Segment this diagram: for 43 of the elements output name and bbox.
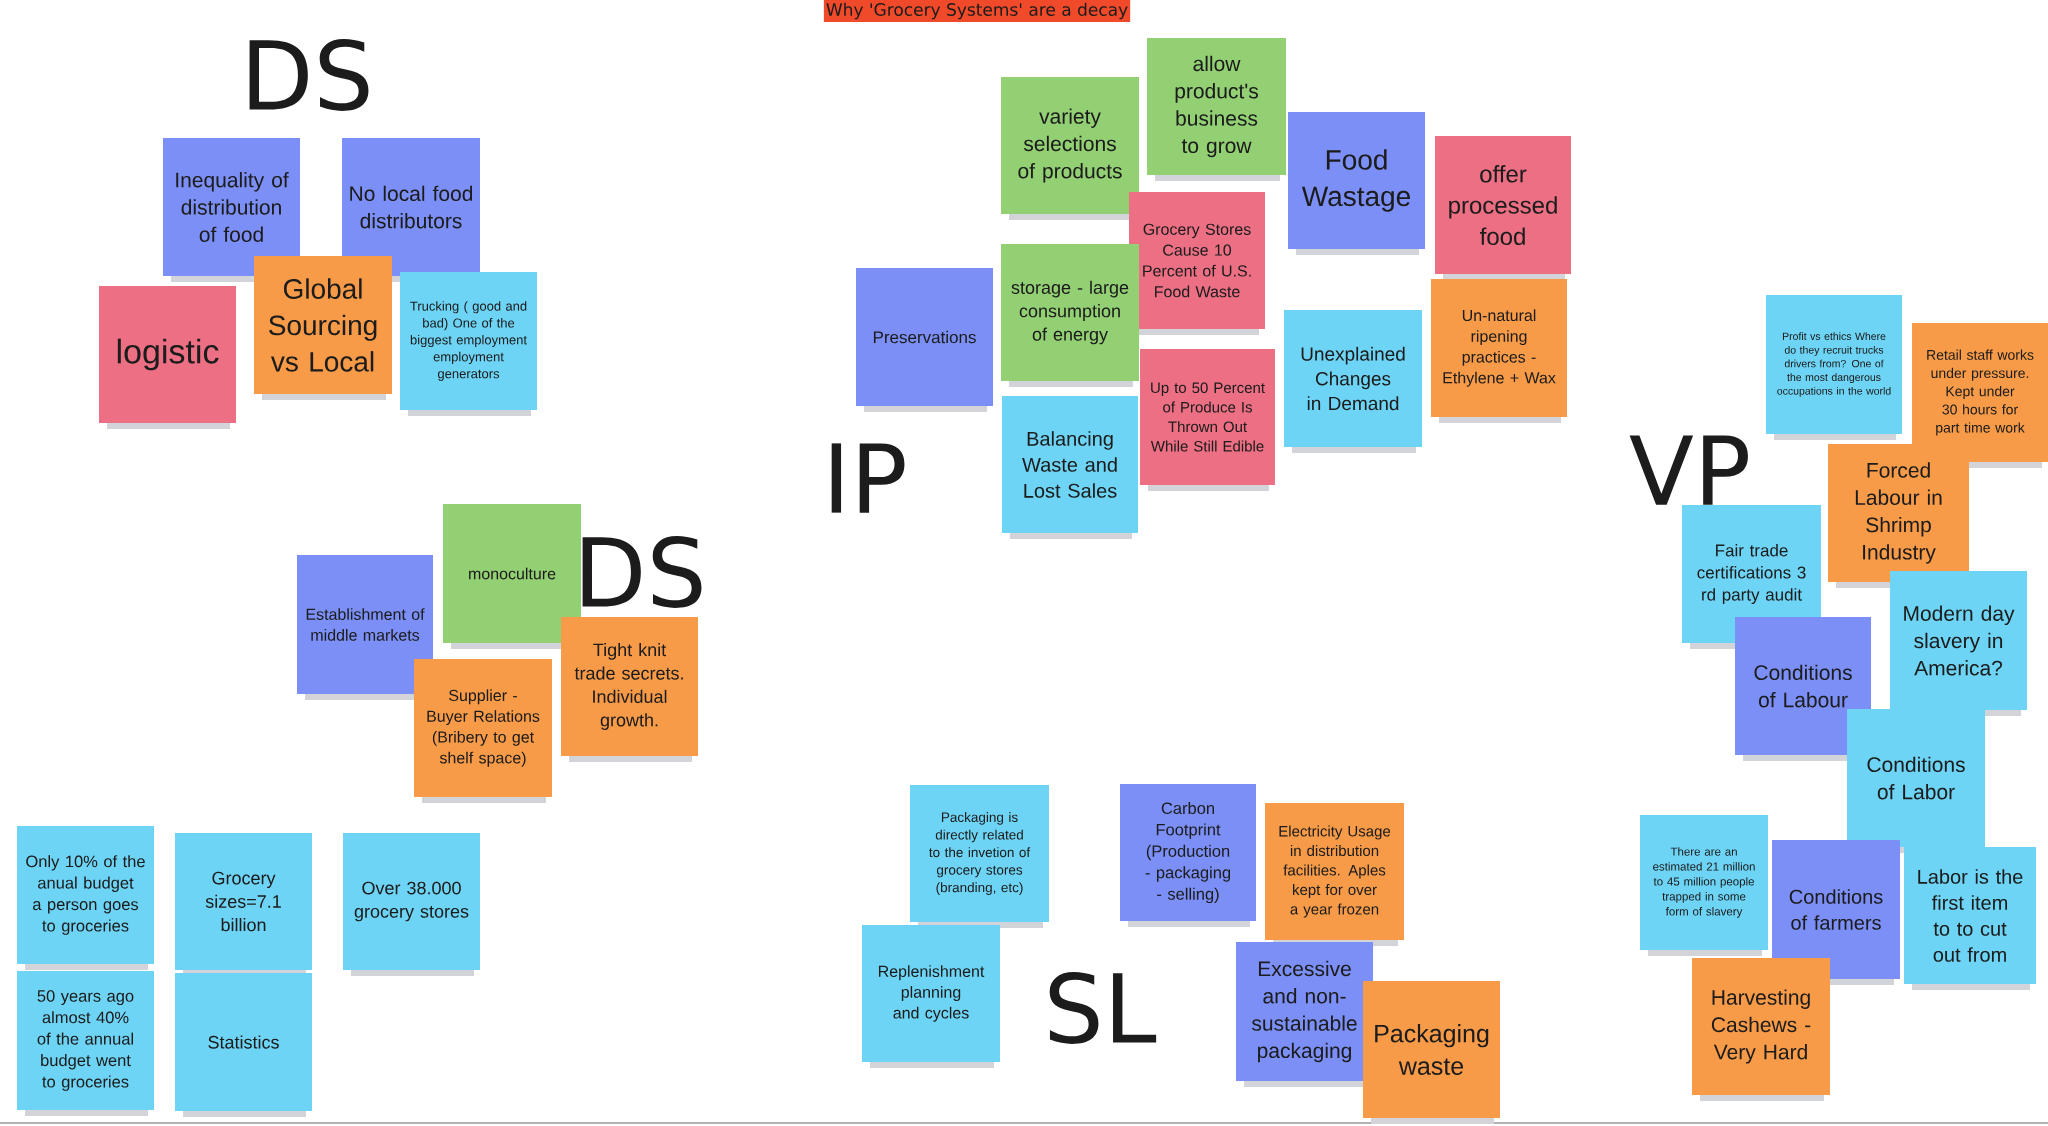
sticky-note: Conditions of Labor	[1847, 709, 1985, 853]
sticky-note: Labor is the first item to to cut out from	[1904, 847, 2037, 990]
sticky-note: Harvesting Cashews - Very Hard	[1692, 958, 1830, 1101]
sticky-note: Preservations	[856, 268, 993, 412]
section-heading: DS	[249, 39, 369, 111]
sticky-note: Statistics	[175, 973, 312, 1117]
sticky-note: Over 38.000 grocery stores	[343, 833, 480, 976]
sticky-note: 50 years ago almost 40% of the annual budget went to groceries	[17, 971, 154, 1116]
section-heading: DS	[582, 536, 702, 608]
sticky-note: Only 10% of the anual budget a person goes to groceries	[17, 826, 154, 970]
sticky-note: allow product's business to grow	[1147, 38, 1286, 181]
sticky-note: There are an estimated 21 million to 45 million people trapped in some form of slavery	[1640, 815, 1768, 956]
sticky-note: Un-natural ripening practices - Ethylene + Wax	[1431, 279, 1567, 423]
sticky-note: Modern day slavery in America?	[1890, 571, 2027, 716]
sticky-note: Excessive and non-sustainable packaging	[1236, 942, 1373, 1087]
sticky-note: Grocery Stores Cause 10 Percent of U.S. Food Waste	[1129, 192, 1265, 335]
sticky-note: Trucking ( good and bad) One of the biggest employment employment generators	[400, 272, 537, 416]
title-banner: Why 'Grocery Systems' are a decay	[823, 0, 1131, 22]
sticky-note: Establishment of middle markets	[297, 555, 433, 700]
sticky-note: offer processed food	[1435, 136, 1571, 280]
sticky-note: Electricity Usage in distribution facilities. Aples kept for over a year frozen	[1265, 803, 1404, 946]
sticky-note: Grocery sizes=7.1 billion	[175, 833, 312, 976]
sticky-note: Replenishment planning and cycles	[862, 925, 1000, 1068]
sticky-note: Carbon Footprint (Production - packaging - selling)	[1120, 784, 1256, 927]
sticky-note: Packaging waste	[1363, 981, 1500, 1124]
sticky-note: Conditions of farmers	[1772, 840, 1901, 985]
sticky-note: storage - large consumption of energy	[1001, 244, 1139, 387]
section-heading: VP	[1629, 435, 1748, 505]
sticky-note: variety selections of products	[1001, 77, 1139, 220]
section-heading: SL	[1049, 972, 1157, 1044]
sticky-note: Supplier - Buyer Relations (Bribery to get shelf space)	[414, 659, 552, 803]
sticky-note: Packaging is directly related to the invetion of grocery stores (branding, etc)	[910, 785, 1049, 928]
sticky-note: Up to 50 Percent of Produce Is Thrown Out While Still Edible	[1140, 349, 1275, 491]
sticky-note: Unexplained Changes in Demand	[1284, 310, 1422, 453]
sticky-note: Food Wastage	[1288, 112, 1425, 255]
sticky-note: logistic	[99, 286, 236, 429]
sticky-note: Forced Labour in Shrimp Industry	[1828, 444, 1970, 588]
sticky-note: Profit vs ethics Where do they recruit trucks drivers from? One of the most dangerous occupations in the world	[1766, 295, 1903, 440]
sticky-note: monoculture	[443, 504, 581, 649]
sticky-note: Balancing Waste and Lost Sales	[1002, 396, 1138, 539]
sticky-note: Global Sourcing vs Local	[254, 256, 392, 400]
sticky-note: Tight knit trade secrets. Individual growth.	[561, 617, 698, 762]
section-heading: IP	[831, 443, 905, 513]
